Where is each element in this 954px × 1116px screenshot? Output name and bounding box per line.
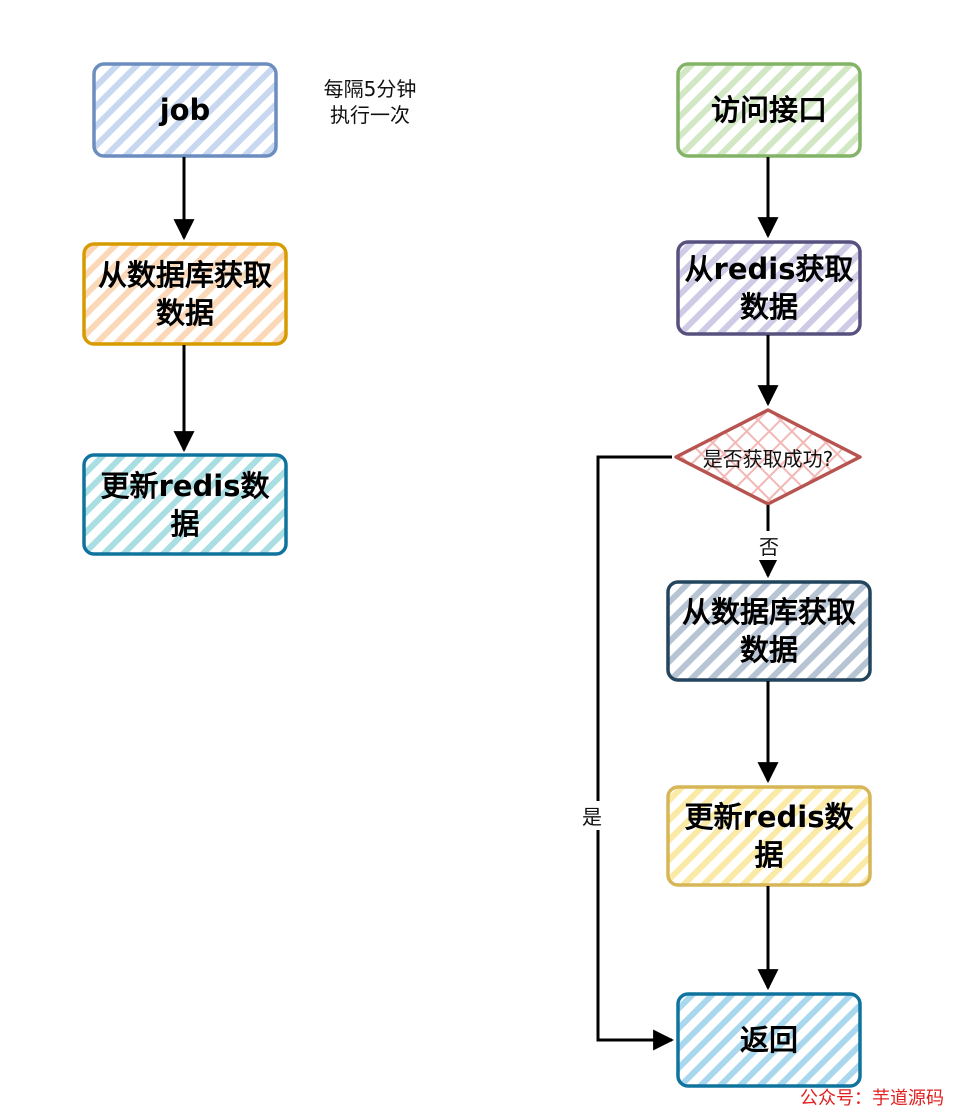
node-decision [674, 408, 862, 506]
node-access-api-label: 访问接口 [710, 93, 827, 127]
node-fetch-redis-label: 从redis获取 数据 [684, 252, 854, 324]
arrow-decision-yes [596, 455, 675, 1051]
node-left-fetch-db [82, 242, 288, 346]
node-right-update-redis [666, 785, 872, 887]
node-access-api [676, 62, 862, 158]
node-left-update-redis [82, 453, 288, 556]
node-right-fetch-db [666, 580, 872, 682]
schedule-note: 每隔5分钟 执行一次 [323, 77, 417, 127]
watermark: 公众号：芋道源码 [800, 1088, 944, 1109]
node-return [676, 992, 862, 1088]
decision-label: 是否获取成功? [702, 446, 834, 471]
node-left-update-redis-label: 更新redis数 据 [100, 468, 270, 541]
node-return-label: 返回 [739, 1023, 798, 1057]
node-fetch-redis [676, 240, 862, 336]
edge-label-no: 否 [757, 531, 781, 560]
node-left-fetch-db-label: 从数据库获取 数据 [97, 258, 272, 330]
node-job-label: job [159, 93, 211, 127]
edge-label-yes: 是 [580, 801, 604, 830]
node-right-fetch-db-label: 从数据库获取 数据 [681, 595, 856, 667]
node-right-update-redis-label: 更新redis数 据 [684, 800, 854, 872]
node-job [92, 62, 278, 158]
